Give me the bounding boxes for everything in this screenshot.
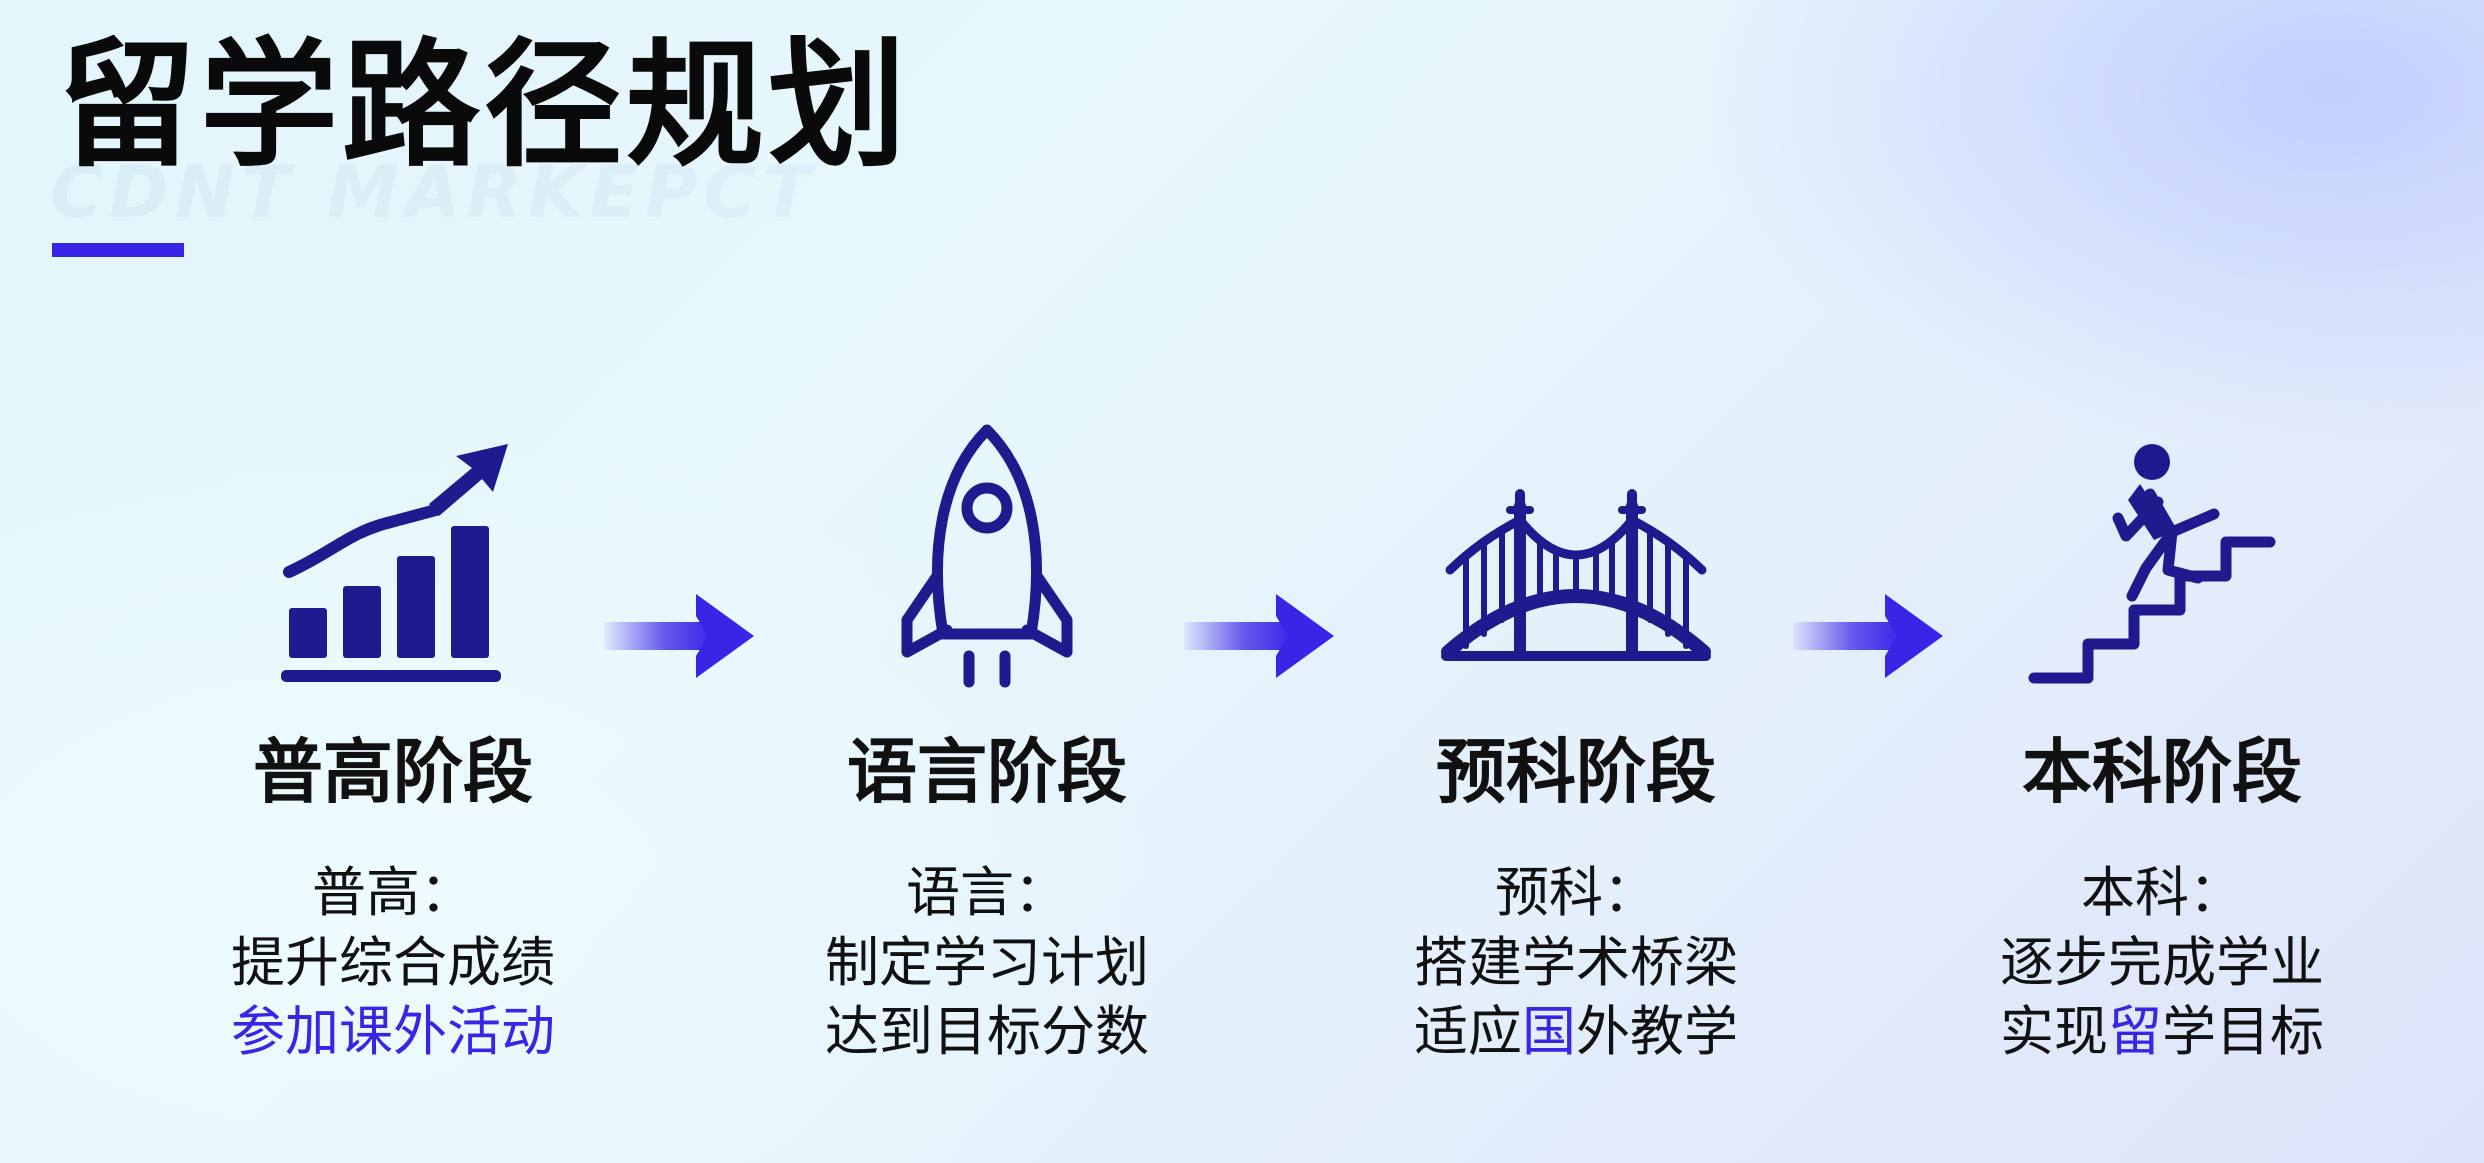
arrow-right-icon xyxy=(1793,594,1943,678)
stage-desc-line2-start: 实现 xyxy=(2000,1000,2108,1064)
title-underline xyxy=(52,243,184,257)
stage-language: 语言阶段 语言： 制定学习计划 达到目标分数 xyxy=(737,420,1237,1067)
page-title: 留学路径规划 xyxy=(58,25,911,186)
rocket-icon xyxy=(901,424,1073,688)
stage-description: 普高： 提升综合成绩 参加课外活动 xyxy=(143,858,643,1067)
stage-undergraduate: 本科阶段 本科： 逐步完成学业 实现留学目标 xyxy=(1912,420,2412,1067)
stage-desc-line2-end: 外教学 xyxy=(1576,1000,1738,1064)
stage-name: 普高阶段 xyxy=(253,731,533,813)
stage-desc-line1: 逐步完成学业 xyxy=(2000,930,2324,994)
stage-desc-line2: 达到目标分数 xyxy=(825,1000,1149,1064)
stage-description: 本科： 逐步完成学业 实现留学目标 xyxy=(1912,858,2412,1067)
climbing-stairs-icon xyxy=(2028,444,2276,684)
stage-foundation: 预科阶段 预科： 搭建学术桥梁 适应国外教学 xyxy=(1326,420,1826,1067)
stage-desc-line1: 提升综合成绩 xyxy=(231,930,555,994)
stage-desc-line2: 实现留学目标 xyxy=(1912,997,2412,1067)
stage-description: 语言： 制定学习计划 达到目标分数 xyxy=(737,858,1237,1067)
bridge-icon xyxy=(1441,489,1711,661)
arrow-right-icon xyxy=(1184,594,1334,678)
stage-desc-line2: 参加课外活动 xyxy=(231,1000,555,1064)
stage-desc-title: 预科： xyxy=(1495,861,1657,924)
stage-desc-line2-highlight: 留 xyxy=(2108,1000,2162,1064)
stage-desc-line2-start: 适应 xyxy=(1414,1000,1522,1064)
stage-desc-line1: 搭建学术桥梁 xyxy=(1414,930,1738,994)
watermark-text: CDNT MARKEPCT xyxy=(50,150,818,234)
bar-chart-growth-icon xyxy=(281,444,508,682)
stage-name: 语言阶段 xyxy=(847,731,1127,813)
stage-desc-line2-highlight: 国 xyxy=(1522,1000,1576,1064)
stage-desc-title: 普高： xyxy=(312,861,474,924)
arrow-right-icon xyxy=(604,594,754,678)
stage-desc-line1: 制定学习计划 xyxy=(825,930,1149,994)
stage-high-school: 普高阶段 普高： 提升综合成绩 参加课外活动 xyxy=(143,420,643,1067)
stage-name: 本科阶段 xyxy=(2022,731,2302,813)
stage-desc-line2: 适应国外教学 xyxy=(1326,997,1826,1067)
stage-desc-title: 语言： xyxy=(906,861,1068,924)
stage-desc-title: 本科： xyxy=(2081,861,2243,924)
stage-name: 预科阶段 xyxy=(1436,731,1716,813)
stage-desc-line2-end: 学目标 xyxy=(2162,1000,2324,1064)
stage-description: 预科： 搭建学术桥梁 适应国外教学 xyxy=(1326,858,1826,1067)
